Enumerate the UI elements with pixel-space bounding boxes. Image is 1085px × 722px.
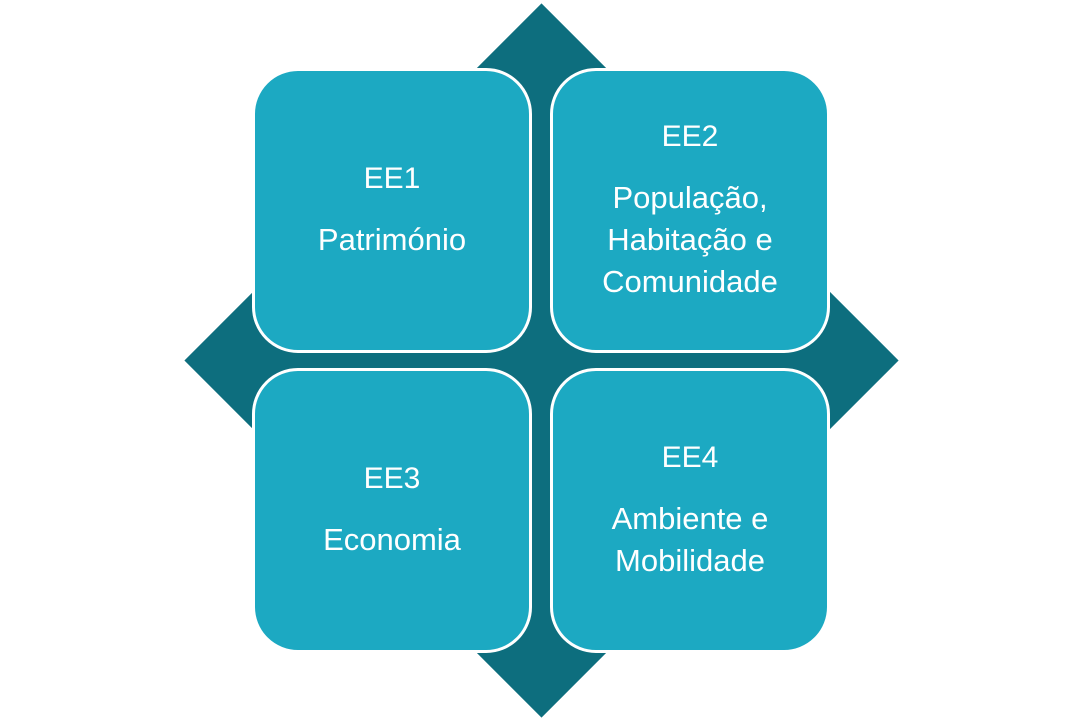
- box-ee2: EE2 População, Habitação e Comunidade: [550, 68, 830, 353]
- quadrant-grid: EE1 Património EE2 População, Habitação …: [252, 68, 830, 653]
- box-ee2-label: População, Habitação e Comunidade: [602, 180, 778, 300]
- box-ee3: EE3 Economia: [252, 368, 532, 653]
- box-ee3-label: Economia: [323, 522, 461, 558]
- box-ee4-title: EE4: [661, 440, 719, 474]
- box-ee1: EE1 Património: [252, 68, 532, 353]
- box-ee2-title: EE2: [661, 119, 719, 153]
- box-ee1-label: Património: [317, 222, 467, 258]
- box-ee4-label: Ambiente e Mobilidade: [611, 501, 769, 579]
- box-ee4: EE4 Ambiente e Mobilidade: [550, 368, 830, 653]
- box-ee1-title: EE1: [363, 161, 421, 195]
- box-ee3-title: EE3: [363, 461, 421, 495]
